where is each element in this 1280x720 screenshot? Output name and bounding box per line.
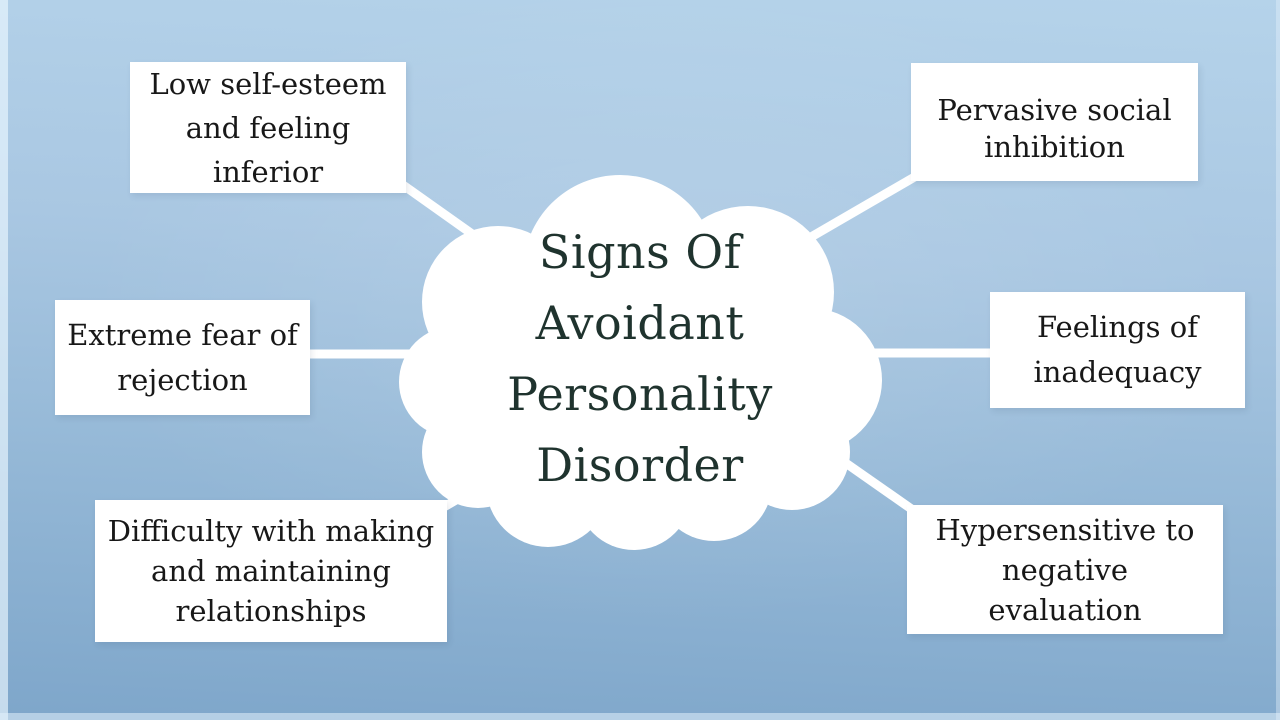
central-topic-title: Signs Of Avoidant Personality Disorder: [420, 217, 860, 501]
title-line: Personality: [507, 367, 773, 421]
node-label-line: negative: [1001, 552, 1129, 587]
node-label-line: Low self-esteem: [149, 66, 387, 101]
node-label-line: inhibition: [984, 130, 1125, 164]
node-label-line: and feeling: [185, 110, 351, 145]
node-label-line: relationships: [175, 594, 367, 628]
node-relationship-difficulty: Difficulty with making and maintaining r…: [95, 500, 447, 642]
node-label-line: Difficulty with making: [107, 514, 435, 548]
title-line: Disorder: [536, 438, 744, 492]
node-label-line: Extreme fear of: [67, 317, 298, 352]
node-hypersensitive: Hypersensitive to negative evaluation: [907, 505, 1223, 634]
title-line: Avoidant: [535, 296, 745, 350]
node-label-line: inferior: [212, 154, 324, 189]
node-low-self-esteem: Low self-esteem and feeling inferior: [130, 62, 406, 193]
node-label-line: inadequacy: [1033, 355, 1202, 389]
node-inadequacy: Feelings of inadequacy: [990, 292, 1245, 408]
node-label-line: rejection: [117, 362, 248, 397]
node-label-line: Hypersensitive to: [935, 512, 1195, 547]
node-social-inhibition: Pervasive social inhibition: [911, 63, 1198, 181]
node-label-line: Pervasive social: [937, 93, 1172, 127]
node-label-line: Feelings of: [1037, 310, 1198, 344]
node-fear-of-rejection: Extreme fear of rejection: [55, 300, 310, 415]
title-line: Signs Of: [538, 225, 742, 279]
node-label-line: evaluation: [988, 592, 1142, 627]
cloud-shape: [399, 175, 882, 550]
node-label-line: and maintaining: [151, 554, 391, 588]
